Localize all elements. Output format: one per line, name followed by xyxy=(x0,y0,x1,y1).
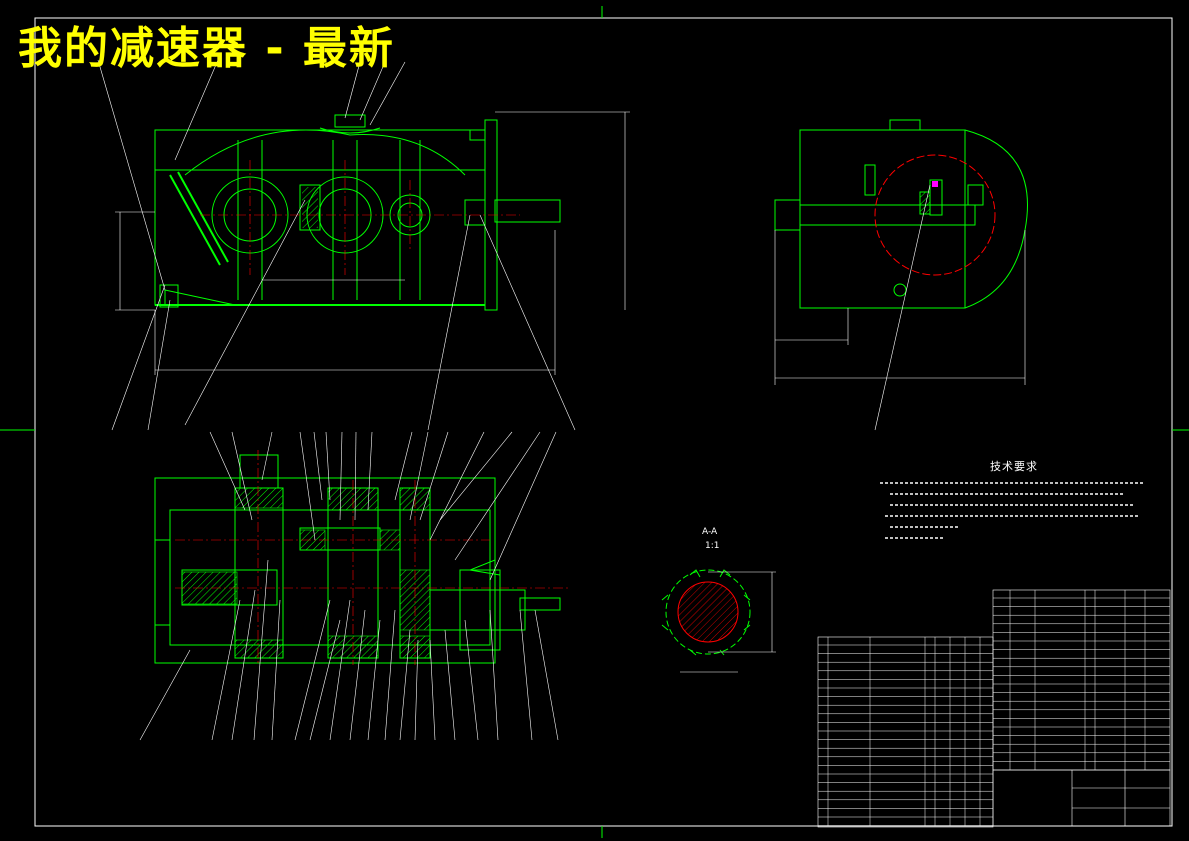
technical-requirements-heading: 技术要求 xyxy=(990,460,1038,473)
front-view-dimensions xyxy=(115,111,630,375)
front-view[interactable] xyxy=(154,114,561,311)
section-a-a[interactable] xyxy=(661,569,751,656)
oil-indicator-mark xyxy=(932,181,938,187)
top-section-leaders xyxy=(139,431,559,741)
title-block xyxy=(1071,770,1170,826)
top-section-centerlines xyxy=(175,450,570,665)
section-a-a-dimensions xyxy=(680,571,776,673)
technical-requirements-notes xyxy=(880,482,1145,539)
parts-list-rows xyxy=(818,590,1170,826)
front-view-centerlines xyxy=(200,160,520,275)
side-view-dimensions xyxy=(774,184,1026,431)
top-section-hatching xyxy=(181,487,431,659)
section-scale: 1:1 xyxy=(705,541,720,551)
section-label: A-A xyxy=(702,527,718,537)
front-view-leaders xyxy=(97,59,576,431)
side-view[interactable] xyxy=(774,119,1028,309)
drawing-frame xyxy=(0,6,1189,838)
drawing-title: 我的减速器 - 最新 xyxy=(18,23,395,74)
parts-list-table[interactable] xyxy=(817,589,1171,828)
